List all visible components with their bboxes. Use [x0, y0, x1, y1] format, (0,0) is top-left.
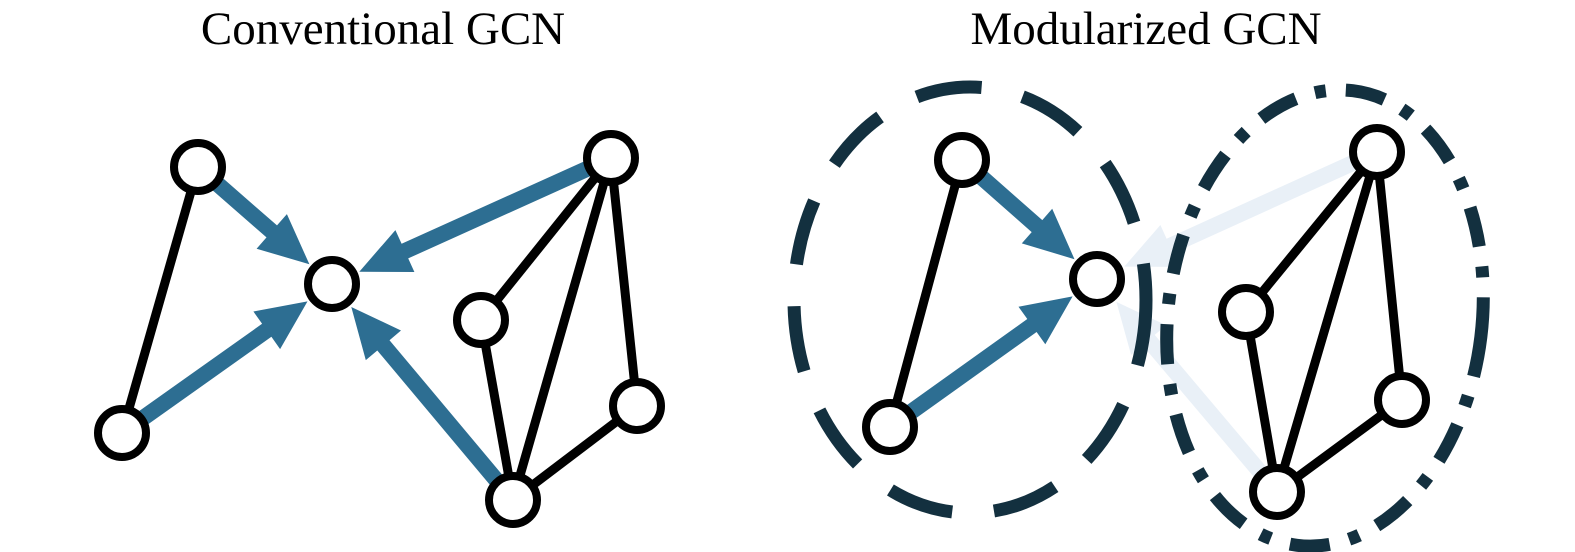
graph-edge [1272, 150, 1382, 494]
graph-edge [606, 157, 642, 407]
message-arrow [359, 160, 593, 272]
graph-node [1218, 284, 1274, 340]
graph-edge [476, 319, 518, 501]
graph-edge [117, 165, 203, 435]
graph-node [1349, 124, 1405, 180]
graph-edge [1372, 151, 1407, 401]
graph-node [609, 378, 665, 434]
graph-edge [885, 158, 967, 429]
message-arrow [351, 307, 504, 487]
graph-node [934, 132, 990, 188]
graph-node [1374, 372, 1430, 428]
graph-node [862, 399, 918, 455]
message-arrow [210, 176, 310, 265]
message-arrow [136, 301, 308, 426]
graph-node [453, 292, 509, 348]
message-arrow [904, 296, 1073, 420]
left-panel-title: Conventional GCN [200, 3, 566, 55]
graph-node [1069, 251, 1125, 307]
graph-node [170, 139, 226, 195]
graph-edge [508, 156, 616, 502]
faded-message-arrow [1116, 301, 1268, 479]
graph-node [485, 472, 541, 528]
dashed-module-ellipse [787, 80, 1153, 520]
graph-node [583, 130, 639, 186]
dashdot-module-ellipse [1160, 83, 1490, 552]
graph-node [94, 405, 150, 461]
graph-edge [1241, 311, 1282, 493]
graph-edge [1242, 149, 1381, 315]
message-arrow [974, 169, 1075, 260]
right-panel-title: Modularized GCN [970, 3, 1322, 55]
graph-node [1249, 464, 1305, 520]
graph-edge [477, 155, 615, 323]
graph-node [304, 256, 360, 312]
